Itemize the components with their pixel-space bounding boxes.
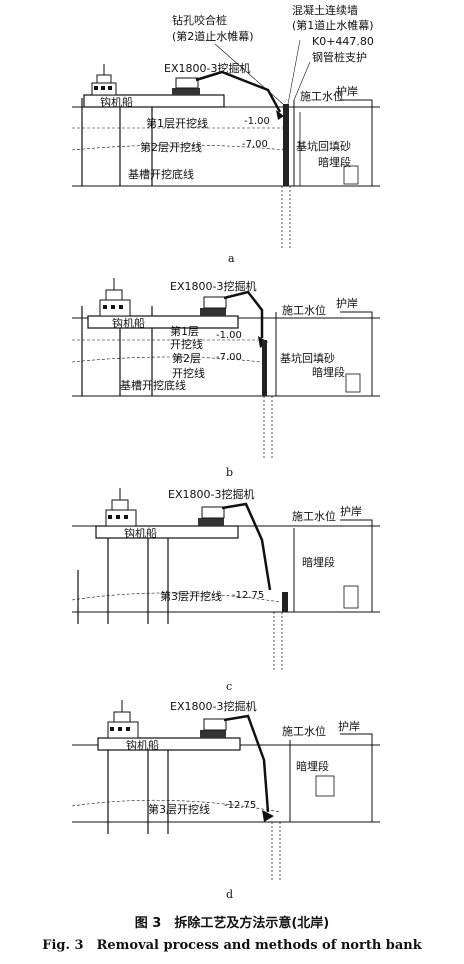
excavator-label: EX1800-3挖掘机 (170, 699, 256, 713)
excavator-track (198, 518, 224, 526)
figure-caption-cn: 图 3 拆除工艺及方法示意(北岸) (134, 916, 330, 931)
ship-cabin-top (113, 711, 131, 723)
excavator-arm (223, 290, 264, 338)
excavator-bucket (262, 810, 274, 822)
ship-label: 钩机船 (126, 738, 159, 752)
layer2-value: -7.00 (242, 139, 268, 150)
buried-label: 暗埋段 (318, 155, 351, 169)
bank-structure (340, 519, 373, 612)
water-label: 施工水位 (282, 724, 326, 738)
buried-label: 暗埋段 (312, 365, 345, 379)
ship-hull (95, 525, 239, 539)
layer3-line (71, 592, 281, 603)
ship-cabin-top (111, 499, 129, 511)
backfill-label: 基坑回填砂 (296, 139, 351, 153)
ship-hull (97, 737, 241, 751)
layer3-label: 第3层开挖线 (148, 802, 210, 816)
water-label: 施工水位 (292, 509, 336, 523)
bank-label: 护岸 (338, 719, 360, 733)
wall1b-label: (第1道止水帷幕) (292, 18, 374, 32)
excavator-arm (221, 502, 272, 591)
panel-a: 钻孔咬合桩 (第2道止水帷幕) 混凝土连续墙 (第1道止水帷幕) K0+447.… (71, 3, 380, 265)
bank-label: 护岸 (336, 296, 358, 310)
concrete-wall (262, 340, 267, 396)
bottom-label: 基槽开挖底线 (128, 167, 194, 181)
layer3-value: -12.75 (224, 800, 256, 811)
bank-label: 护岸 (336, 84, 358, 98)
water-label: 施工水位 (300, 89, 344, 103)
layer2-value: -7.00 (216, 352, 242, 363)
ship-cabin-top (96, 74, 112, 84)
panel-letter: a (228, 252, 235, 265)
steel-label: 钢管桩支护 (312, 50, 367, 64)
bank-structure (340, 733, 373, 822)
ship-hull (83, 94, 225, 108)
layer3-line (71, 799, 281, 813)
water-label: 施工水位 (282, 303, 326, 317)
layer3-value: -12.75 (232, 590, 264, 601)
bottom-label: 基槽开挖底线 (120, 378, 186, 392)
excavator-track (200, 730, 226, 738)
bank-structure (340, 311, 373, 396)
panel-letter: b (226, 466, 233, 479)
leader (287, 39, 301, 105)
excavator-label: EX1800-3挖掘机 (168, 487, 254, 501)
excavator-body (175, 77, 199, 89)
buried-box (315, 775, 335, 797)
excavator-arm (195, 70, 282, 113)
layer1-value: -1.00 (216, 330, 242, 341)
layer1a-label: 第1层 (170, 324, 199, 338)
excavator-track (200, 308, 226, 316)
layer1-value: -1.00 (244, 116, 270, 127)
wall-remnant (282, 592, 288, 612)
bank-structure (340, 99, 373, 186)
ship-label: 钩机船 (100, 95, 133, 109)
layer2a-label: 第2层 (172, 351, 201, 365)
leader (293, 61, 311, 101)
concrete-wall (283, 104, 289, 186)
panel-letter: c (226, 680, 232, 693)
leader (214, 43, 284, 105)
ship-hull (87, 315, 239, 329)
excavator-track (172, 88, 200, 95)
backfill-label: 基坑回填砂 (280, 351, 335, 365)
layer3-label: 第3层开挖线 (160, 589, 222, 603)
layer1-label: 第1层开挖线 (146, 116, 208, 130)
panel-d: EX1800-3挖掘机 护岸 施工水位 钩机船 暗埋段 第3层开挖线 -12.7… (71, 699, 380, 901)
layer2-line (71, 144, 286, 151)
layer2-line (71, 356, 263, 363)
layer2b-label: 开挖线 (172, 366, 205, 380)
ship-label: 钩机船 (112, 316, 145, 330)
excavator-label: EX1800-3挖掘机 (170, 279, 256, 293)
wall1-label: 混凝土连续墙 (292, 3, 358, 17)
excavator-body (203, 296, 227, 309)
panel-b: EX1800-3挖掘机 护岸 施工水位 钩机船 第1层 开挖线 -1.00 第2… (71, 278, 380, 479)
chainage-label: K0+447.80 (312, 35, 374, 48)
layer1b-label: 开挖线 (170, 337, 203, 351)
buried-label: 暗埋段 (302, 555, 335, 569)
excavator-bucket (276, 110, 284, 120)
ship-cabin-top (105, 289, 123, 301)
excavator-arm (223, 714, 270, 813)
layer2-label: 第2层开挖线 (140, 140, 202, 154)
pile1b-label: (第2道止水帷幕) (172, 29, 254, 43)
buried-box (345, 373, 361, 393)
excavator-body (201, 506, 225, 519)
excavator-label: EX1800-3挖掘机 (164, 61, 250, 75)
buried-label: 暗埋段 (296, 759, 329, 773)
buried-box (343, 165, 359, 185)
buried-box (343, 585, 359, 609)
excavator-body (203, 718, 227, 731)
ship-label: 钩机船 (124, 526, 157, 540)
pile1-label: 钻孔咬合桩 (172, 13, 227, 27)
bank-label: 护岸 (340, 504, 362, 518)
panel-c: EX1800-3挖掘机 护岸 施工水位 钩机船 暗埋段 第3层开挖线 -12.7… (71, 487, 380, 693)
panel-letter: d (226, 888, 233, 901)
figure-caption-en: Fig. 3 Removal process and methods of no… (42, 938, 422, 953)
